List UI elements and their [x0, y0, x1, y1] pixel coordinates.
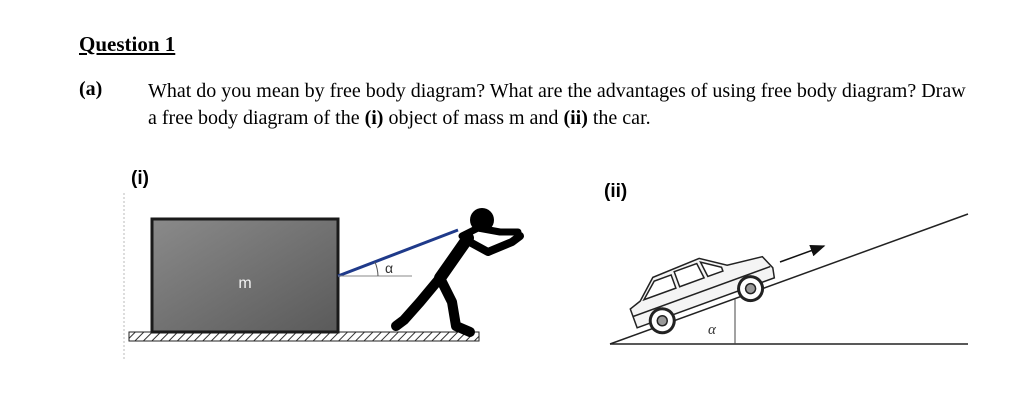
question-text-3: the car. — [587, 107, 651, 129]
pull-rope — [337, 228, 459, 278]
marker-ii: (ii) — [563, 107, 588, 129]
question-text-2: object of mass m and — [383, 107, 564, 129]
figure-ii: α — [609, 213, 969, 345]
motion-arrow — [779, 244, 826, 263]
figure-i: m α — [123, 193, 524, 360]
angle-arc-i — [374, 261, 379, 277]
angle-label-i: α — [385, 260, 393, 276]
marker-i: (i) — [364, 107, 384, 129]
mass-label: m — [238, 275, 251, 292]
angle-label-ii: α — [708, 322, 717, 338]
car — [629, 255, 776, 335]
figure-ii-label: (ii) — [604, 181, 628, 202]
question-title: Question 1 — [79, 32, 176, 56]
part-label: (a) — [79, 78, 103, 100]
figure-i-label: (i) — [131, 168, 149, 189]
question-text: What do you mean by free body diagram? W… — [148, 78, 968, 132]
question-text-1: What do you mean by free body diagram? W… — [148, 80, 966, 129]
person-figure — [391, 208, 524, 337]
